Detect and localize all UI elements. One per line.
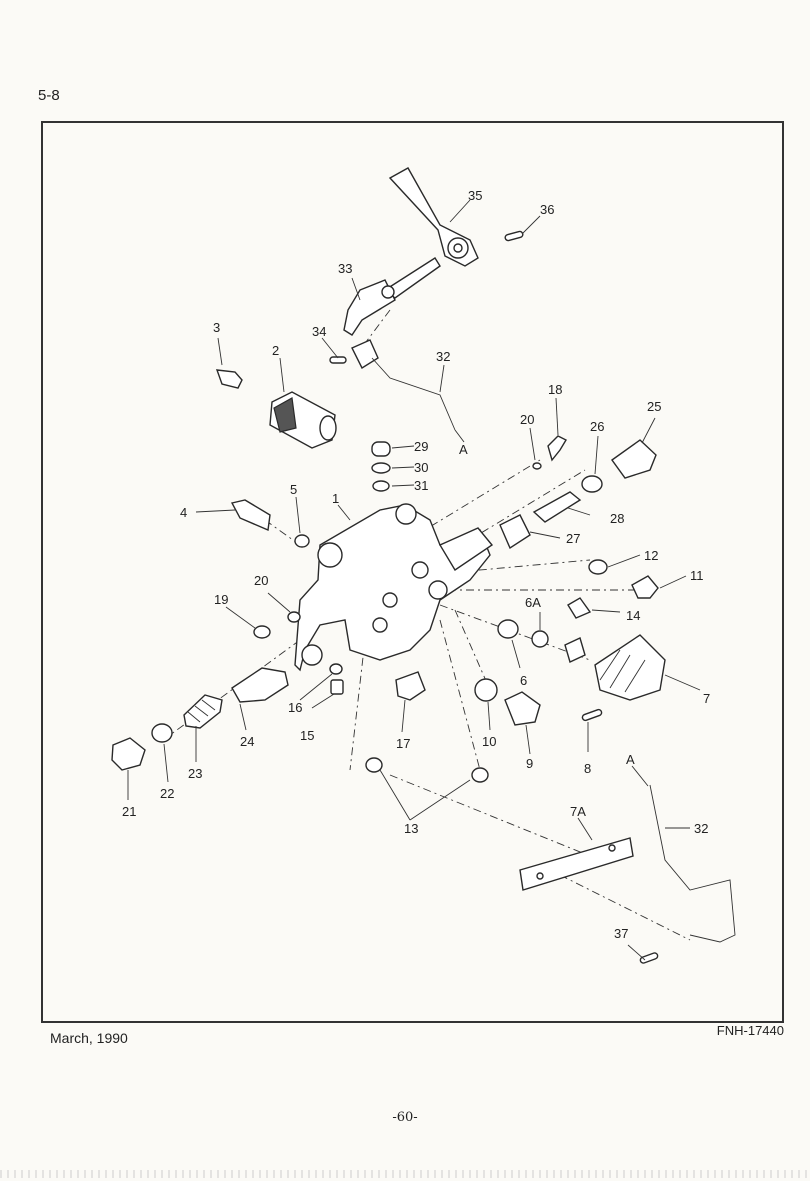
callout-25: 25 [647, 399, 661, 414]
callout-12: 12 [644, 548, 658, 563]
callout-26: 26 [590, 419, 604, 434]
pin-37 [639, 952, 659, 964]
plug-11 [631, 575, 659, 599]
elbow-9 [504, 691, 541, 726]
callout-23: 23 [188, 766, 202, 781]
callout-3: 3 [213, 320, 220, 335]
callout-32-upper: 32 [436, 349, 450, 364]
plugs-13 [365, 757, 489, 783]
valve-body-1 [294, 503, 494, 672]
spring-28 [532, 491, 582, 523]
pin-8 [581, 708, 603, 722]
callout-10: 10 [482, 734, 496, 749]
callout-4: 4 [180, 505, 187, 520]
ring-16 [329, 663, 343, 675]
cover-7 [594, 634, 666, 701]
sleeve-27 [499, 514, 531, 550]
callout-36: 36 [540, 202, 554, 217]
plunger-24 [231, 667, 289, 703]
lever-35 [388, 167, 479, 267]
plug-19 [253, 625, 271, 639]
callout-20-right: 20 [520, 412, 534, 427]
callout-37: 37 [614, 926, 628, 941]
plug-15 [330, 679, 344, 695]
callout-a-lower: A [626, 752, 635, 767]
diagram-frame [41, 121, 784, 1023]
callout-21: 21 [122, 804, 136, 819]
callout-7: 7 [703, 691, 710, 706]
spring-23 [183, 694, 223, 729]
seal-10 [474, 678, 498, 702]
bolt-18 [547, 435, 567, 462]
washer-26 [581, 475, 603, 493]
page-number: -60- [392, 1110, 418, 1125]
callout-13: 13 [404, 821, 418, 836]
callout-18: 18 [548, 382, 562, 397]
callout-27: 27 [566, 531, 580, 546]
callout-labels: 1 2 3 4 5 6 6A 7 7A 8 9 10 11 12 13 14 1… [122, 188, 710, 941]
washer-12 [588, 559, 608, 575]
section-label: 5-8 [38, 87, 60, 104]
callout-15: 15 [300, 728, 314, 743]
callout-7a: 7A [570, 804, 586, 819]
footer-code: FNH-17440 [716, 1023, 784, 1038]
fitting-14 [567, 597, 592, 619]
bolt-4 [230, 499, 271, 532]
pin-34 [329, 356, 347, 364]
callout-34: 34 [312, 324, 326, 339]
pin-36 [504, 230, 524, 242]
callout-24: 24 [240, 734, 254, 749]
callout-33: 33 [338, 261, 352, 276]
callout-35: 35 [468, 188, 482, 203]
callout-19: 19 [214, 592, 228, 607]
callout-5: 5 [290, 482, 297, 497]
plug-3 [215, 369, 243, 389]
callout-28: 28 [610, 511, 624, 526]
washer-5 [294, 534, 310, 548]
callout-9: 9 [526, 756, 533, 771]
callout-14: 14 [626, 608, 640, 623]
arm-33 [343, 257, 441, 336]
washer-22 [151, 723, 173, 743]
callout-6a: 6A [525, 595, 541, 610]
shaft-2 [269, 391, 337, 449]
callout-16: 16 [288, 700, 302, 715]
filter-17 [395, 671, 426, 701]
callout-31: 31 [414, 478, 428, 493]
spacer-stack [371, 441, 391, 492]
callout-6: 6 [520, 673, 527, 688]
link-rod-32-upper [351, 339, 456, 431]
scan-artifact [0, 1170, 810, 1178]
plate-7a [519, 837, 634, 891]
washer-6a [564, 637, 586, 663]
ring-20-right [532, 462, 542, 470]
callout-20-left: 20 [254, 573, 268, 588]
callout-32-lower: 32 [694, 821, 708, 836]
plug-25 [611, 439, 657, 479]
callout-30: 30 [414, 460, 428, 475]
washer-6 [497, 619, 549, 648]
callout-11: 11 [690, 568, 704, 583]
washer-20-left [287, 611, 301, 623]
leader-lines [127, 199, 701, 961]
footer-date: March, 1990 [50, 1030, 128, 1046]
callout-a-upper: A [459, 442, 468, 457]
callout-1: 1 [332, 491, 339, 506]
callout-29: 29 [414, 439, 428, 454]
callout-22: 22 [160, 786, 174, 801]
cap-21 [111, 737, 146, 771]
link-rod-32-lower [649, 784, 736, 943]
callout-8: 8 [584, 761, 591, 776]
callout-17: 17 [396, 736, 410, 751]
callout-2: 2 [272, 343, 279, 358]
